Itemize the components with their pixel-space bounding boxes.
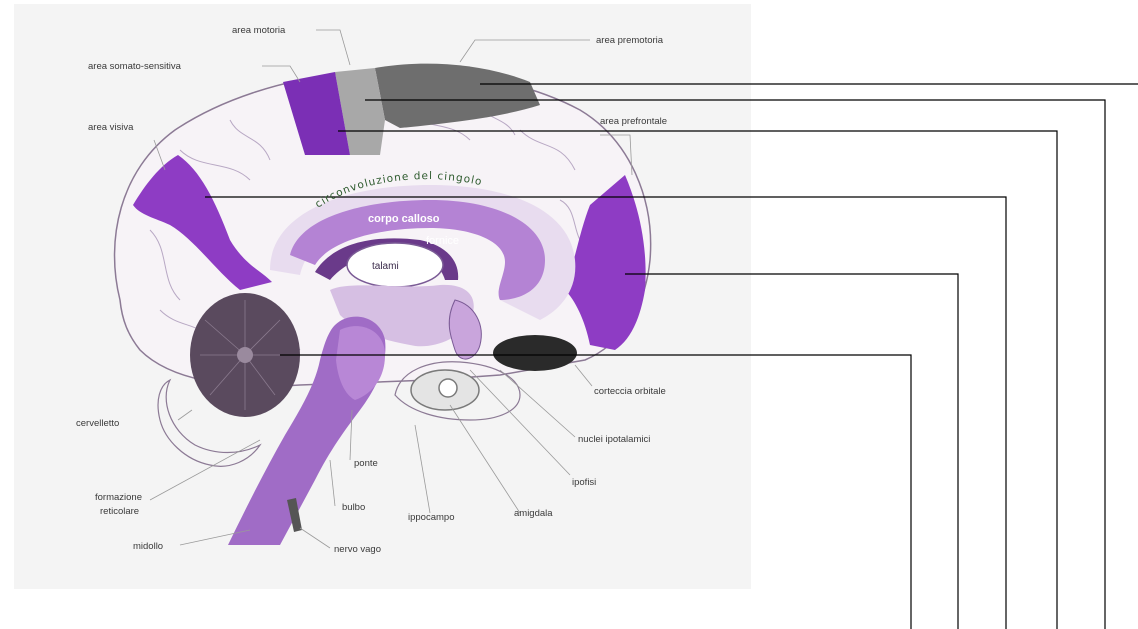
amigdala-region [439, 379, 457, 397]
label-fornice: fornice [426, 235, 459, 247]
label-midollo: midollo [133, 541, 163, 552]
label-nervo-vago: nervo vago [334, 544, 381, 555]
cerebellum-center [237, 347, 253, 363]
label-bulbo: bulbo [342, 502, 365, 513]
label-nuclei-ipotalamici: nuclei ipotalamici [578, 434, 650, 445]
label-corteccia-orbitale: corteccia orbitale [594, 386, 666, 397]
label-ippocampo: ippocampo [408, 512, 454, 523]
label-formazione: formazione [95, 492, 142, 503]
label-talami: talami [372, 261, 399, 272]
label-ipofisi: ipofisi [572, 477, 596, 488]
label-area-motoria: area motoria [232, 25, 286, 36]
label-area-somato-sensitiva: area somato-sensitiva [88, 61, 182, 72]
corteccia-orbitale-region [493, 335, 577, 371]
label-cervelletto: cervelletto [76, 418, 119, 429]
label-corpo-calloso: corpo calloso [368, 213, 440, 225]
label-reticolare: reticolare [100, 506, 139, 517]
label-amigdala: amigdala [514, 508, 553, 519]
label-area-prefrontale: area prefrontale [600, 116, 667, 127]
label-area-premotoria: area premotoria [596, 35, 664, 46]
label-area-visiva: area visiva [88, 122, 134, 133]
label-ponte: ponte [354, 458, 378, 469]
